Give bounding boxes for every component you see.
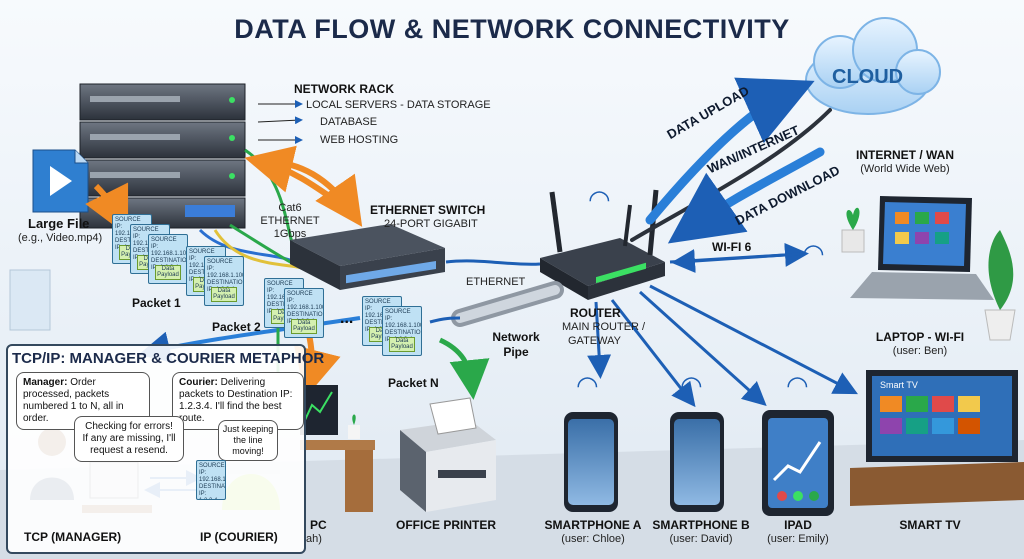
router-sublabel-2: GATEWAY bbox=[568, 335, 621, 347]
video-file-icon bbox=[32, 149, 89, 213]
laptop-label: LAPTOP - WI-FI bbox=[875, 330, 965, 344]
ethernet-label: ETHERNET bbox=[466, 276, 526, 288]
packet-card: SOURCE IP: 192.168.1.100 DESTINATION IP:… bbox=[382, 306, 422, 356]
ipad-label: IPAD bbox=[784, 518, 812, 532]
check-speech-bubble: Checking for errors! If any are missing,… bbox=[74, 416, 184, 462]
ipad-sublabel: (user: Emily) bbox=[767, 533, 829, 545]
large-file-sublabel: (e.g., Video.mp4) bbox=[18, 232, 103, 244]
pc-label: PC bbox=[310, 518, 327, 532]
switch-label: ETHERNET SWITCH bbox=[370, 203, 486, 217]
wan-arrows bbox=[630, 77, 832, 244]
network-rack-icon bbox=[79, 83, 246, 229]
smartphone-b-sublabel: (user: David) bbox=[669, 533, 733, 545]
cable-label-2: ETHERNET bbox=[260, 215, 320, 227]
ethernet-switch-icon bbox=[290, 224, 445, 290]
ipad-icon bbox=[762, 410, 834, 516]
switch-router-cable bbox=[445, 259, 541, 266]
smartphone-b-label: SMARTPHONE B bbox=[652, 518, 750, 532]
smart-tv-label: SMART TV bbox=[899, 518, 961, 532]
cable-label-3: 1Gbps bbox=[273, 228, 307, 240]
packet-card: SOURCE IP: 192.168.1.100 DESTINATION IP:… bbox=[148, 234, 188, 284]
smartphone-a-icon bbox=[564, 412, 618, 512]
rack-item: LOCAL SERVERS - DATA STORAGE bbox=[306, 99, 491, 111]
plant-decoration bbox=[841, 207, 1016, 341]
packet-n-label: Packet N bbox=[388, 376, 439, 390]
large-file-label: Large File bbox=[28, 216, 90, 231]
wifi-icon: ◠ bbox=[786, 370, 809, 400]
cloud-label: CLOUD bbox=[832, 66, 904, 88]
tcp-manager-label: TCP (MANAGER) bbox=[24, 530, 122, 544]
network-pipe-icon bbox=[429, 281, 564, 327]
printer-icon bbox=[400, 397, 496, 512]
internet-sublabel: (World Wide Web) bbox=[860, 163, 950, 175]
tv-screen-text: Smart TV bbox=[880, 380, 918, 390]
panel-title: TCP/IP: MANAGER & COURIER METAPHOR bbox=[12, 350, 325, 367]
packet-dots: ... bbox=[340, 310, 354, 327]
rack-title: NETWORK RACK bbox=[294, 82, 394, 96]
packet-2-label: Packet 2 bbox=[212, 320, 261, 334]
wifi-icon: ◠ bbox=[588, 184, 611, 214]
wifi-icon: ◠ bbox=[576, 370, 599, 400]
page-title: DATA FLOW & NETWORK CONNECTIVITY bbox=[234, 14, 790, 44]
pc-sublabel: ah) bbox=[306, 533, 322, 545]
packet-card: SOURCE IP: 192.168.1.100 DESTINATION IP:… bbox=[204, 256, 244, 306]
rack-item: DATABASE bbox=[320, 116, 378, 128]
network-pipe-label-2: Pipe bbox=[503, 345, 529, 359]
panel-packet-stack: SOURCE IP: 192.168.1.100 DESTINATION IP:… bbox=[196, 460, 226, 500]
pc-icon bbox=[300, 385, 375, 512]
printer-label: OFFICE PRINTER bbox=[396, 518, 497, 532]
keep-speech-bubble: Just keeping the line moving! bbox=[218, 420, 278, 461]
internet-label: INTERNET / WAN bbox=[856, 148, 954, 162]
router-label: ROUTER bbox=[570, 306, 621, 320]
switch-sublabel: 24-PORT GIGABIT bbox=[384, 218, 478, 230]
wifi6-label: WI-FI 6 bbox=[712, 240, 752, 254]
wireless-arrows bbox=[587, 242, 858, 408]
smartphone-b-icon bbox=[670, 412, 724, 512]
laptop-sublabel: (user: Ben) bbox=[892, 345, 948, 357]
courier-speech-bubble: Courier: Delivering packets to Destinati… bbox=[172, 372, 304, 430]
rack-pointers bbox=[257, 100, 303, 144]
cloud-icon bbox=[805, 17, 941, 115]
network-pipe-label-1: Network bbox=[492, 330, 540, 344]
window-decoration bbox=[9, 269, 51, 331]
packet-1-label: Packet 1 bbox=[132, 296, 181, 310]
rack-item: WEB HOSTING bbox=[320, 134, 399, 146]
packet-card: SOURCE IP: 192.168.1.100 DESTINATION IP:… bbox=[284, 288, 324, 338]
cable-label-1: Cat6 bbox=[278, 202, 302, 214]
wifi-icon: ◠ bbox=[680, 370, 703, 400]
wifi-icon: ◠ bbox=[802, 238, 825, 268]
smartphone-a-sublabel: (user: Chloe) bbox=[561, 533, 625, 545]
laptop-icon bbox=[850, 196, 994, 300]
router-sublabel-1: MAIN ROUTER / bbox=[562, 321, 646, 333]
smart-tv-icon bbox=[850, 370, 1024, 506]
smartphone-a-label: SMARTPHONE A bbox=[544, 518, 642, 532]
ip-courier-label: IP (COURIER) bbox=[200, 530, 278, 544]
